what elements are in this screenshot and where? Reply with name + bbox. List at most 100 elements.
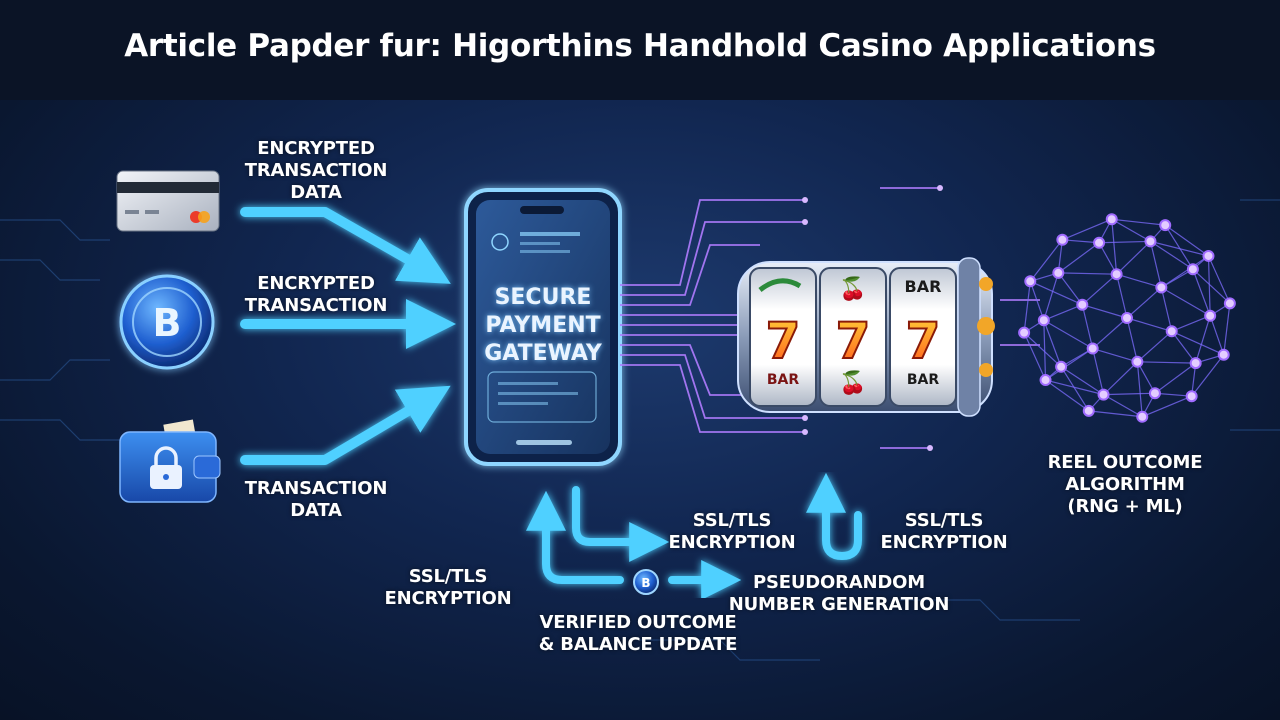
network-edge <box>1207 255 1211 316</box>
network-edge <box>1029 281 1045 321</box>
network-edge <box>1171 330 1224 356</box>
network-node <box>1185 390 1198 403</box>
secure-payment-gateway-label: SECURE PAYMENT GATEWAY <box>484 285 602 366</box>
network-node <box>1018 326 1031 339</box>
ssl-mid-label: SSL/TLS ENCRYPTION <box>668 510 796 553</box>
network-node <box>1131 355 1144 368</box>
network-edge <box>1043 304 1083 321</box>
network-edge <box>1111 219 1118 275</box>
network-edge <box>1043 272 1059 321</box>
smartphone-icon <box>464 188 622 466</box>
network-node <box>1093 236 1106 249</box>
network-edge <box>1136 330 1173 363</box>
network-edge <box>1045 379 1090 412</box>
network-edge <box>1191 354 1225 397</box>
network-node <box>1110 268 1123 281</box>
network-edge <box>1154 392 1192 397</box>
network-edge <box>1023 332 1062 368</box>
network-node <box>1186 263 1199 276</box>
network-node <box>1217 348 1230 361</box>
network-edge <box>1023 281 1031 333</box>
network-edge <box>1171 315 1211 332</box>
reel-symbols-top: 🍒 BAR <box>839 276 941 302</box>
network-node <box>1086 342 1099 355</box>
network-node <box>1052 266 1065 279</box>
network-node <box>1204 309 1217 322</box>
network-edge <box>1058 272 1117 275</box>
network-edge <box>1092 347 1138 363</box>
network-edge <box>1192 269 1211 316</box>
network-edge <box>1045 348 1094 381</box>
network-edge <box>1043 319 1093 350</box>
network-edge <box>1116 274 1128 319</box>
network-edge <box>1029 239 1063 282</box>
network-edge <box>1116 273 1162 289</box>
bitcoin-coin-icon: B <box>119 274 215 370</box>
network-node <box>1055 360 1068 373</box>
slot-reels-icon <box>737 257 995 417</box>
network-edge <box>1164 224 1194 270</box>
network-edge <box>1111 218 1166 226</box>
network-edge <box>1103 394 1143 418</box>
network-edge <box>1154 362 1197 394</box>
network-edge <box>1223 303 1231 355</box>
network-node <box>1159 219 1172 232</box>
network-edge <box>1164 224 1209 257</box>
network-edge <box>1111 218 1151 242</box>
ssl-right-label: SSL/TLS ENCRYPTION <box>880 510 1008 553</box>
network-node <box>1082 404 1095 417</box>
circuit-nodes <box>802 185 943 451</box>
reel-3-top-symbol: BAR <box>905 277 942 296</box>
network-node <box>1121 312 1133 324</box>
credit-card-icon <box>116 170 220 232</box>
network-edge <box>1149 241 1162 288</box>
network-node <box>1105 213 1118 226</box>
network-edge <box>1062 239 1100 244</box>
network-edge <box>1062 218 1112 241</box>
card-to-gateway-arrow <box>240 207 451 284</box>
network-edge <box>1060 366 1090 412</box>
circuit-connectors <box>620 187 1040 449</box>
network-edge <box>1161 286 1211 317</box>
network-edge <box>1043 320 1047 381</box>
network-node <box>1144 235 1157 248</box>
output-flow-arrows <box>526 472 862 600</box>
background-circuit-traces <box>0 199 1280 661</box>
network-edge <box>1150 240 1194 270</box>
network-edge <box>1030 280 1083 306</box>
network-node <box>1136 410 1149 423</box>
ssl-left-label: SSL/TLS ENCRYPTION <box>384 566 512 609</box>
reel-2-digit: 7 <box>836 312 871 370</box>
network-node <box>1097 388 1110 401</box>
prng-label: PSEUDORANDOM NUMBER GENERATION <box>728 572 950 615</box>
network-edge <box>1060 366 1104 396</box>
wallet-transaction-label: TRANSACTION DATA <box>244 478 388 521</box>
network-node <box>1155 281 1168 294</box>
network-edge <box>1092 348 1105 395</box>
network-edge <box>1126 287 1162 319</box>
network-edge <box>1171 330 1197 364</box>
small-coin-icon: B <box>633 569 659 595</box>
network-node <box>1024 275 1037 288</box>
network-node <box>1223 297 1236 310</box>
network-edge <box>1099 240 1151 244</box>
network-edge <box>1092 317 1128 349</box>
balance-up-arrow <box>526 490 624 584</box>
network-edge <box>1057 272 1083 306</box>
reel-1-bottom-symbol: BAR <box>767 372 800 388</box>
network-node <box>1165 325 1178 338</box>
wallet-to-gateway-arrow <box>240 385 451 465</box>
reel-symbols-bottom: BAR 🍒 BAR <box>767 370 940 396</box>
reel-digits: 7 7 7 <box>765 311 942 371</box>
reel-1-digit: 7 <box>766 312 801 370</box>
network-edge <box>1142 395 1192 418</box>
network-edge <box>1207 255 1231 304</box>
wallet-lock-icon <box>119 419 221 503</box>
network-edge <box>1081 273 1118 306</box>
prng-to-slot-u-arrow <box>806 472 862 560</box>
network-edge <box>1160 255 1209 288</box>
title-bar <box>0 0 1280 100</box>
network-edge <box>1103 392 1155 396</box>
gateway-down-arrow <box>572 486 670 562</box>
network-edge <box>1160 287 1173 332</box>
